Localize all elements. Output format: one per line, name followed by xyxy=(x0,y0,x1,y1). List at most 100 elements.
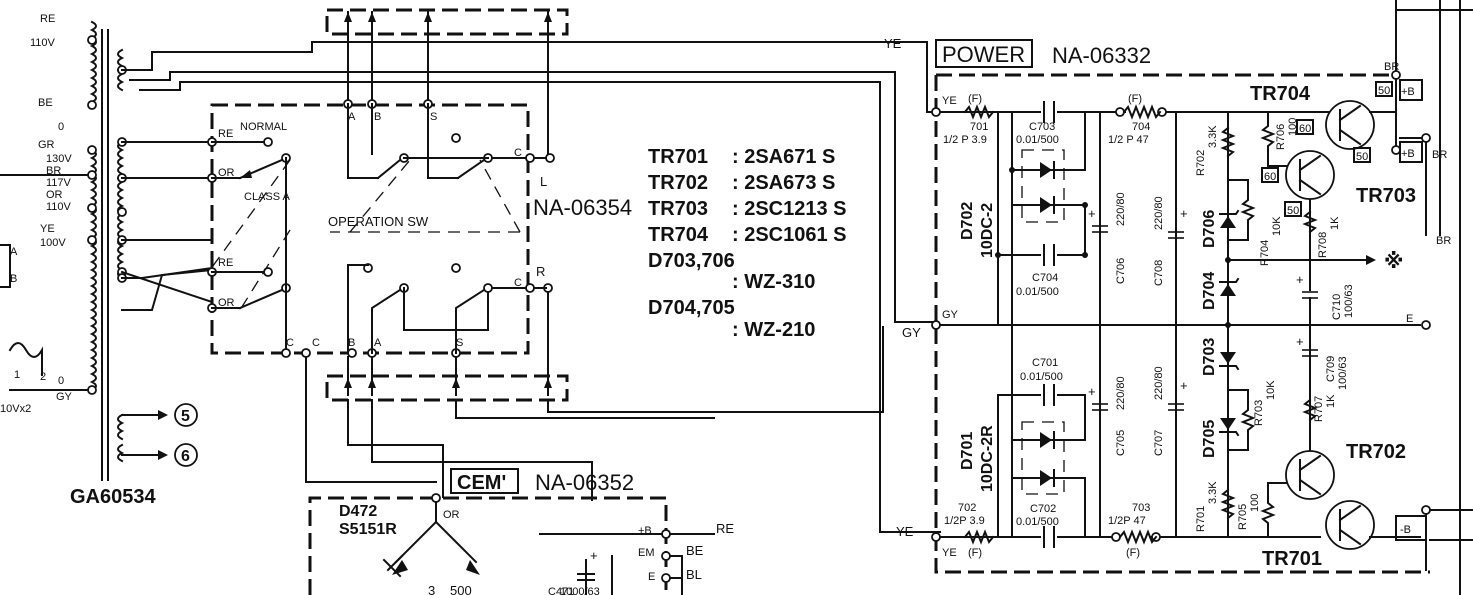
connectors xyxy=(305,8,884,501)
r705-label: R705 xyxy=(1237,504,1249,530)
tap-0-label: 0 xyxy=(58,121,64,133)
r702f-label: 702 xyxy=(958,502,976,514)
tap-110v-label: 110V xyxy=(30,37,56,49)
switch-board-code: NA-06354 xyxy=(533,195,632,220)
c705-value: 220/80 xyxy=(1115,376,1127,410)
tap-gy-label: GY xyxy=(56,391,73,403)
r701-value: 1/2 P 3.9 xyxy=(943,134,987,146)
tap-or-label: OR xyxy=(46,189,63,201)
c710-label: C710 xyxy=(1331,294,1343,320)
d704-label: D704 xyxy=(1201,272,1218,310)
c708-value: 220/80 xyxy=(1153,196,1165,230)
s-pin-2-label: S xyxy=(456,337,463,349)
tr704-50b-box: 50 xyxy=(1356,151,1368,163)
c471-plus: + xyxy=(590,548,598,563)
cem-title: CEM' xyxy=(457,472,506,494)
tr704-value: : 2SC1061 S xyxy=(732,224,847,246)
tr703-label: TR703 xyxy=(1356,185,1416,207)
r708-label: R708 xyxy=(1317,232,1329,258)
c703-value: 0.01/500 xyxy=(1016,134,1059,146)
cem-be-wire: BE xyxy=(686,543,704,558)
operation-sw-label: OPERATION SW xyxy=(328,214,429,229)
c-pin-3-label: C xyxy=(286,337,294,349)
tr703-60-box: 60 xyxy=(1264,171,1276,183)
c710-value: 100/63 xyxy=(1343,284,1355,318)
operation-switch: NORMAL CLASS A OPERATION SW RE OR RE OR … xyxy=(207,99,632,358)
tr702-name: TR702 xyxy=(648,172,708,194)
tr704-60-box: 60 xyxy=(1299,123,1311,135)
c701-label: C701 xyxy=(1032,357,1058,369)
channel-l-label: L xyxy=(540,174,547,189)
cem-title-box xyxy=(450,468,519,494)
fuse-f-3: (F) xyxy=(1128,93,1142,105)
d701-type: 10DC-2R xyxy=(979,425,996,492)
tap-2-label: 2 xyxy=(40,371,46,383)
c706-plus: + xyxy=(1088,206,1096,221)
r703f-value: 1/2P 47 xyxy=(1108,515,1146,527)
tr701-label: TR701 xyxy=(1262,548,1322,570)
tr704-name: TR704 xyxy=(648,224,709,246)
cem-code: NA-06352 xyxy=(535,470,634,495)
d703-label: D703 xyxy=(1201,338,1218,376)
r704f-label: 704 xyxy=(1132,121,1150,133)
d704-705-value: : WZ-210 xyxy=(732,319,815,341)
ye-pin-top: YE xyxy=(942,95,957,107)
c702-value: 0.01/500 xyxy=(1016,516,1059,528)
or-pin-2-label: OR xyxy=(218,297,235,309)
r702f-value: 1/2P 3.9 xyxy=(944,515,985,527)
tap-ye-label: YE xyxy=(40,223,55,235)
tr702-value: : 2SA673 S xyxy=(732,172,835,194)
a-pin-label: A xyxy=(348,111,356,123)
c701-value: 0.01/500 xyxy=(1020,371,1063,383)
tap-be-label: BE xyxy=(38,97,53,109)
r704f-value: 1/2 P 47 xyxy=(1108,134,1149,146)
cem-plus-b-label: +B xyxy=(638,525,652,537)
cem-500-label: 500 xyxy=(450,583,472,595)
c471-value: 1000/63 xyxy=(560,586,600,595)
tr703-50-box: 50 xyxy=(1287,205,1299,217)
c706-label: C706 xyxy=(1115,258,1127,284)
transformer-wiring xyxy=(120,41,941,533)
c706-value: 220/80 xyxy=(1115,192,1127,226)
b-pin-2-label: B xyxy=(348,337,355,349)
plus-b-mid: +B xyxy=(1401,148,1415,160)
r703f-label: 703 xyxy=(1132,502,1150,514)
c704-value: 0.01/500 xyxy=(1016,286,1059,298)
c704-label: C704 xyxy=(1032,272,1058,284)
r701-label: 701 xyxy=(970,121,988,133)
r702-value: 3.3K xyxy=(1207,125,1219,148)
r707-label: R707 xyxy=(1313,396,1325,422)
switch-b-label: B xyxy=(10,273,17,285)
plus-b-top: +B xyxy=(1401,86,1415,98)
output-5-label: 5 xyxy=(181,408,190,425)
tr702-label: TR702 xyxy=(1346,441,1406,463)
d472-type: S5151R xyxy=(339,521,397,538)
tap-0b-label: 0 xyxy=(58,375,64,387)
ye-pin-bottom: YE xyxy=(942,547,957,559)
tap-re-label: RE xyxy=(40,13,55,25)
re-pin-2-label: RE xyxy=(218,257,233,269)
ye-wire-bottom: YE xyxy=(896,524,914,539)
re-pin-label: RE xyxy=(218,128,233,140)
c708-label: C708 xyxy=(1153,260,1165,286)
ye-wire-top: YE xyxy=(884,36,902,51)
tap-110v-b-label: 110V xyxy=(46,201,72,213)
r707-value: 1K xyxy=(1325,394,1337,408)
d472-label: D472 xyxy=(339,503,377,520)
c705-label: C705 xyxy=(1115,430,1127,456)
fuse-f-1: (F) xyxy=(968,93,982,105)
c707-label: C707 xyxy=(1153,430,1165,456)
tap-gr-label: GR xyxy=(38,139,55,151)
c-pin-label: C xyxy=(514,147,522,159)
c710-plus: + xyxy=(1296,272,1304,287)
r7104-value: 10K xyxy=(1271,216,1283,236)
c707-plus: + xyxy=(1180,378,1188,393)
r708-value: 1K xyxy=(1329,216,1341,230)
r706-label: R706 xyxy=(1275,124,1287,150)
tr704-label: TR704 xyxy=(1250,83,1311,105)
a-pin-2-label: A xyxy=(374,337,382,349)
e-label: E xyxy=(1406,313,1413,325)
c-pin-4-label: C xyxy=(312,337,320,349)
cem-re-wire: RE xyxy=(716,521,734,536)
minus-b-label: -B xyxy=(1400,524,1411,536)
